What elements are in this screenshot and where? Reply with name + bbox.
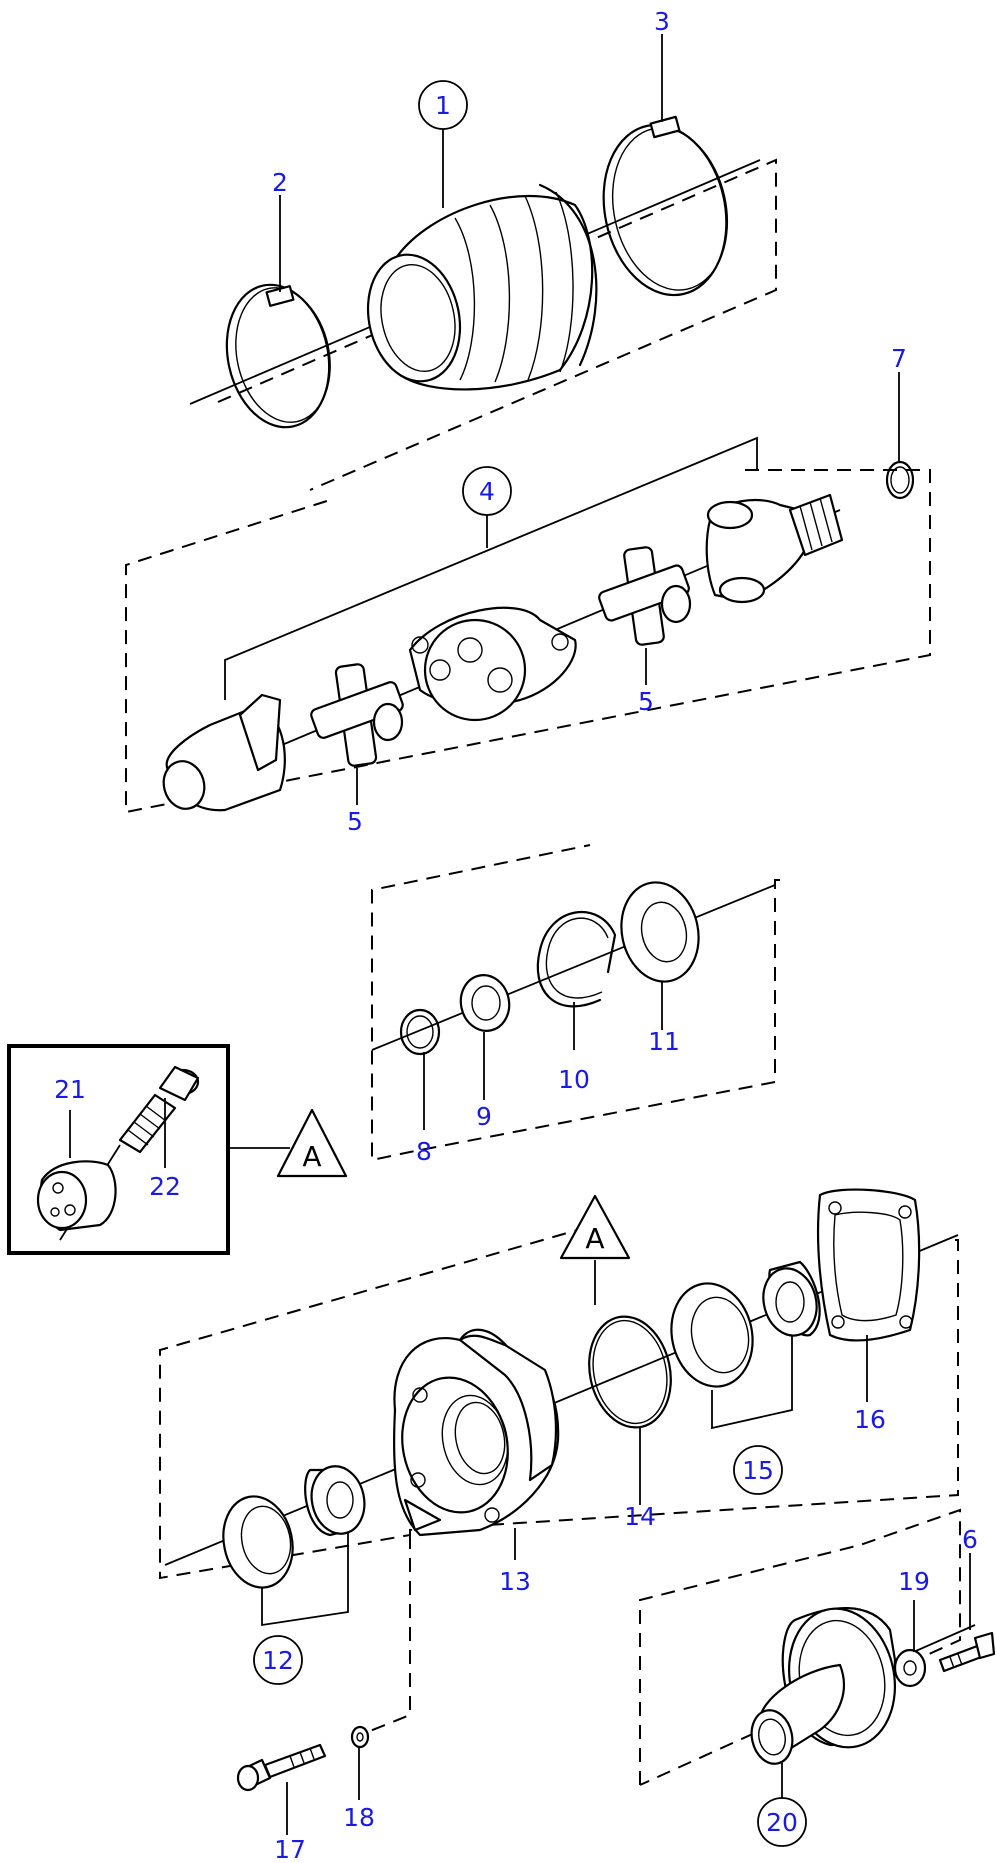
part-label-17: 17 <box>274 1835 306 1863</box>
part-label-7: 7 <box>891 344 907 373</box>
bellows-assembly <box>189 115 777 491</box>
part-label-20: 20 <box>766 1808 798 1837</box>
detail-marker-a-housing: A <box>585 1222 604 1255</box>
part-label-13: 13 <box>499 1567 531 1596</box>
part-label-21: 21 <box>54 1075 86 1104</box>
part-label-19: 19 <box>898 1567 930 1596</box>
part-label-2: 2 <box>272 168 288 197</box>
part-label-18: 18 <box>343 1803 375 1832</box>
drive-shaft-assembly <box>125 436 931 814</box>
bolt-and-washer <box>236 1535 411 1792</box>
part-label-11: 11 <box>648 1027 680 1056</box>
part-label-16: 16 <box>854 1405 886 1434</box>
part-label-9: 9 <box>476 1102 492 1131</box>
center-coupling <box>408 606 577 722</box>
bearing-assembly <box>371 844 780 1162</box>
u-joint-cross-right <box>598 546 692 646</box>
part-label-8: 8 <box>416 1137 432 1166</box>
part-label-5-right: 5 <box>638 687 654 716</box>
gear-assembly <box>639 1508 996 1786</box>
part-label-3: 3 <box>654 7 670 36</box>
part-label-10: 10 <box>558 1065 590 1094</box>
u-joint-cross-left <box>310 663 404 767</box>
detail-a-box <box>7 1044 230 1255</box>
part-label-1: 1 <box>435 91 451 120</box>
leader-lines <box>69 34 971 1835</box>
housing-assembly <box>159 1188 959 1627</box>
part-label-15: 15 <box>742 1456 774 1485</box>
part-label-12: 12 <box>262 1646 294 1675</box>
part-label-5-left: 5 <box>347 807 363 836</box>
detail-marker-a-box: A <box>302 1140 321 1173</box>
part-label-6: 6 <box>962 1525 978 1554</box>
part-label-14: 14 <box>624 1502 656 1531</box>
part-label-22: 22 <box>149 1172 181 1201</box>
part-label-4: 4 <box>479 477 495 506</box>
